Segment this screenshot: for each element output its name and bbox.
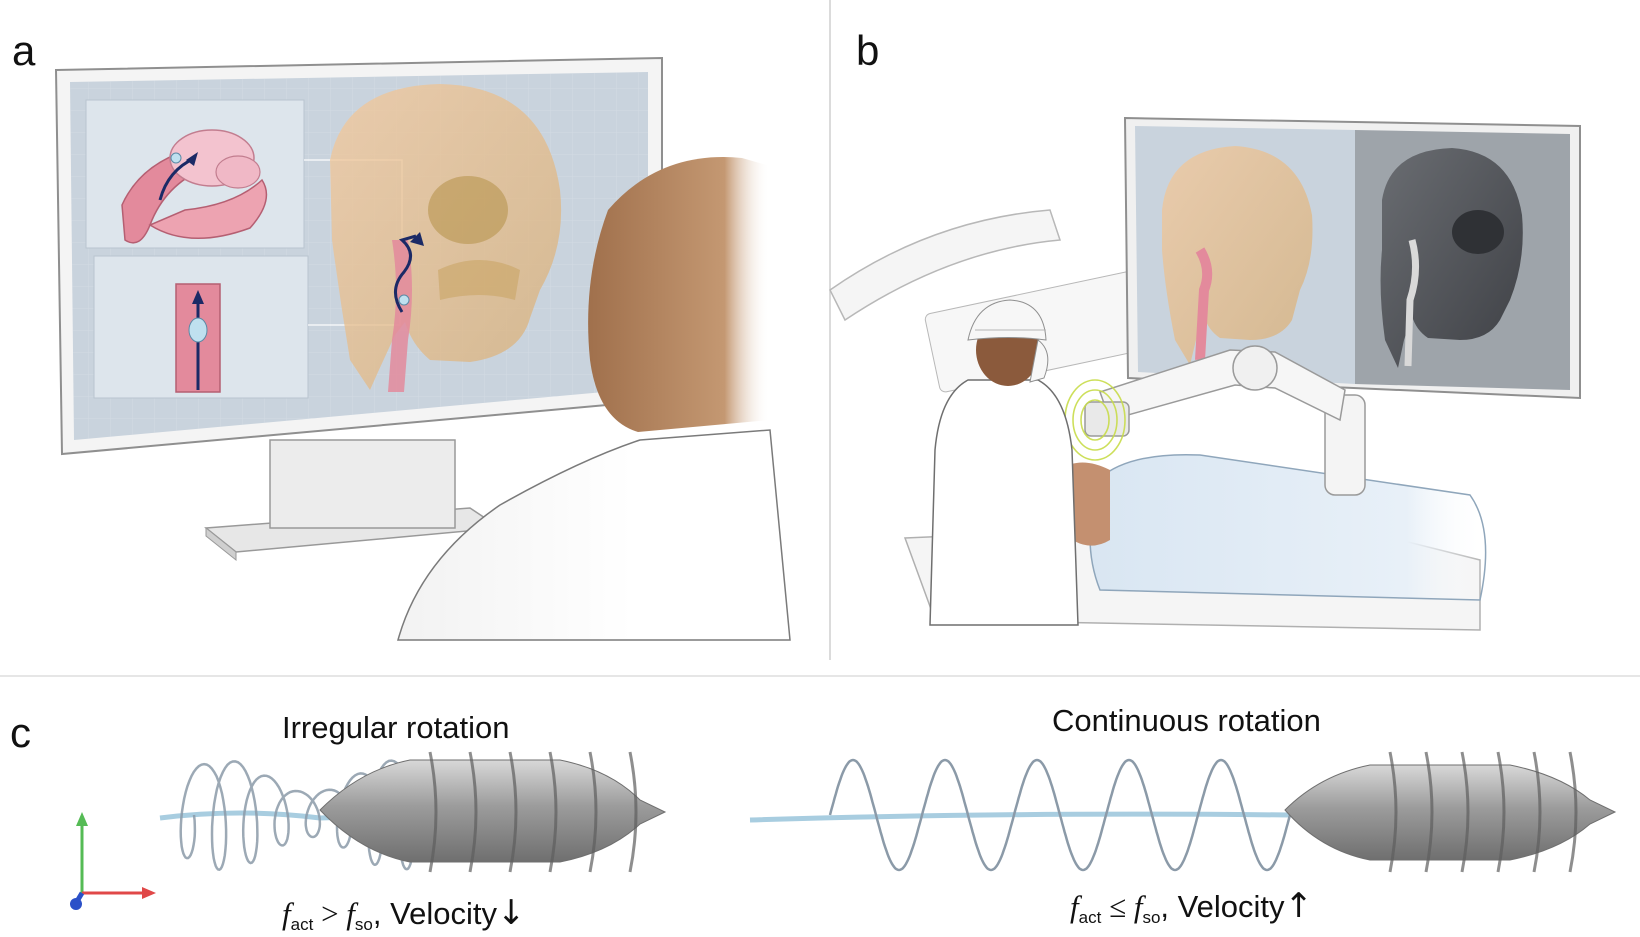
right-helix-coil bbox=[828, 758, 1292, 872]
right-guidewire bbox=[749, 811, 1291, 823]
panel-a-illustration bbox=[54, 56, 791, 641]
right-formula-f2: f bbox=[1133, 889, 1143, 924]
panel-label-c: c bbox=[10, 709, 31, 756]
robot-fin bbox=[548, 751, 558, 873]
panel-c-illustration bbox=[70, 751, 1617, 910]
panel-label-a: a bbox=[12, 27, 36, 74]
right-helix-wire bbox=[749, 758, 1292, 872]
left-formula-velocity: , Velocity bbox=[372, 896, 497, 931]
robot-fin bbox=[628, 751, 638, 873]
robot-fin bbox=[1424, 751, 1434, 873]
right-formula: fact ≤ fso, Velocity↑ bbox=[1070, 886, 1313, 928]
right-formula-velocity: , Velocity bbox=[1160, 889, 1285, 924]
left-formula: fact > fso, Velocity↓ bbox=[282, 893, 525, 935]
robot-fin bbox=[468, 751, 478, 873]
velocity-down-arrow-icon: ↓ bbox=[496, 893, 526, 933]
robot-fin bbox=[1388, 751, 1398, 873]
clinician-figure bbox=[929, 299, 1079, 626]
robot-fin bbox=[1568, 751, 1578, 873]
left-formula-f: f bbox=[282, 896, 291, 931]
left-formula-operator: > bbox=[321, 896, 339, 931]
robot-fin bbox=[1532, 751, 1542, 873]
robot-fin bbox=[588, 751, 598, 873]
panel-label-b: b bbox=[856, 27, 880, 74]
surgeon-head bbox=[588, 157, 770, 432]
magnetic-field-lines bbox=[1064, 379, 1126, 461]
robot-arm bbox=[1084, 345, 1366, 496]
right-magnetic-robot bbox=[1284, 751, 1617, 873]
robot-fin bbox=[428, 751, 438, 873]
monitor-stand bbox=[204, 439, 503, 562]
right-formula-f: f bbox=[1070, 889, 1079, 924]
right-formula-sub-act: act bbox=[1078, 908, 1102, 927]
right-panel-title: Continuous rotation bbox=[1052, 703, 1321, 738]
left-formula-sub-so: so bbox=[354, 915, 373, 934]
velocity-up-arrow-icon: ↑ bbox=[1284, 886, 1313, 926]
patient-sheet bbox=[1089, 453, 1487, 601]
left-panel-title: Irregular rotation bbox=[282, 710, 510, 745]
c-arm bbox=[829, 209, 1062, 322]
xray-skull bbox=[1380, 148, 1523, 368]
surgeon-coat bbox=[397, 429, 791, 641]
monitor-screen bbox=[70, 72, 648, 440]
right-formula-sub-so: so bbox=[1142, 908, 1161, 927]
left-formula-f2: f bbox=[346, 896, 355, 931]
axis-triad bbox=[70, 812, 156, 910]
left-formula-sub-act: act bbox=[290, 915, 314, 934]
robot-fin bbox=[1460, 751, 1470, 873]
panel-b-illustration bbox=[829, 116, 1581, 631]
left-magnetic-robot bbox=[319, 751, 667, 873]
robot-fin bbox=[508, 751, 518, 873]
robot-fin bbox=[1496, 751, 1506, 873]
right-formula-operator: ≤ bbox=[1109, 889, 1127, 924]
